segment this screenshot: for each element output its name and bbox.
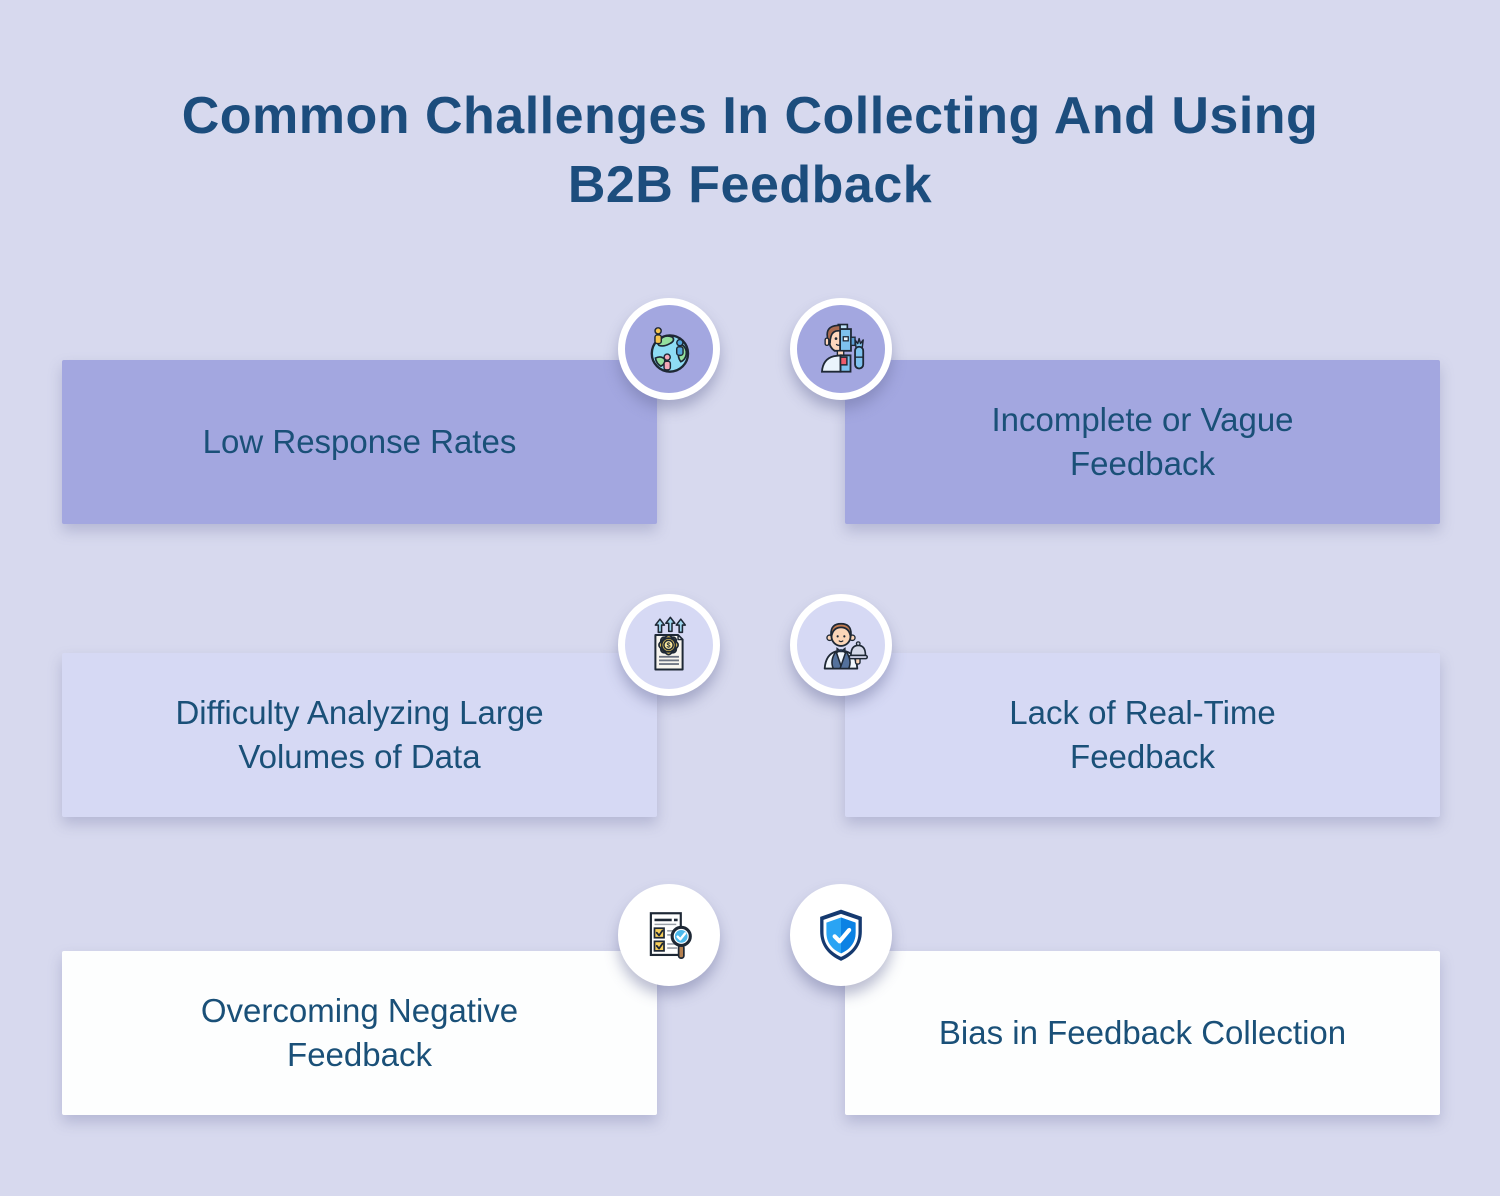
card-low-response-rates: Low Response Rates bbox=[62, 360, 657, 524]
card-incomplete-vague-feedback: Incomplete or Vague Feedback bbox=[845, 360, 1440, 524]
card-label: Incomplete or Vague Feedback bbox=[991, 401, 1294, 482]
icon-badge bbox=[618, 298, 720, 400]
checklist-magnifier-icon bbox=[649, 912, 692, 959]
card-label: Low Response Rates bbox=[202, 423, 517, 461]
globe-users-icon bbox=[650, 327, 690, 373]
human-robot-icon bbox=[820, 323, 865, 373]
card-label: Overcoming Negative Feedback bbox=[200, 992, 519, 1073]
svg-text:$: $ bbox=[667, 641, 671, 650]
waiter-service-icon bbox=[823, 622, 869, 670]
card-label: Bias in Feedback Collection bbox=[938, 1014, 1347, 1052]
card-overcoming-negative-feedback: Overcoming Negative Feedback bbox=[62, 951, 657, 1115]
page-title: Common Challenges In Collecting And Usin… bbox=[181, 87, 1319, 214]
icon-badge: $ bbox=[618, 594, 720, 696]
icon-badge bbox=[790, 884, 892, 986]
icon-badge bbox=[790, 298, 892, 400]
card-lack-real-time-feedback: Lack of Real-Time Feedback bbox=[845, 653, 1440, 817]
icon-badge bbox=[618, 884, 720, 986]
card-bias-in-feedback-collection: Bias in Feedback Collection bbox=[845, 951, 1440, 1115]
shield-check-icon bbox=[820, 909, 862, 961]
card-label: Lack of Real-Time Feedback bbox=[1009, 694, 1276, 775]
card-label: Difficulty Analyzing Large Volumes of Da… bbox=[175, 694, 544, 775]
icon-badge bbox=[790, 594, 892, 696]
card-difficulty-analyzing-data: Difficulty Analyzing Large Volumes of Da… bbox=[62, 653, 657, 817]
document-gear-growth-icon: $ bbox=[654, 616, 687, 671]
